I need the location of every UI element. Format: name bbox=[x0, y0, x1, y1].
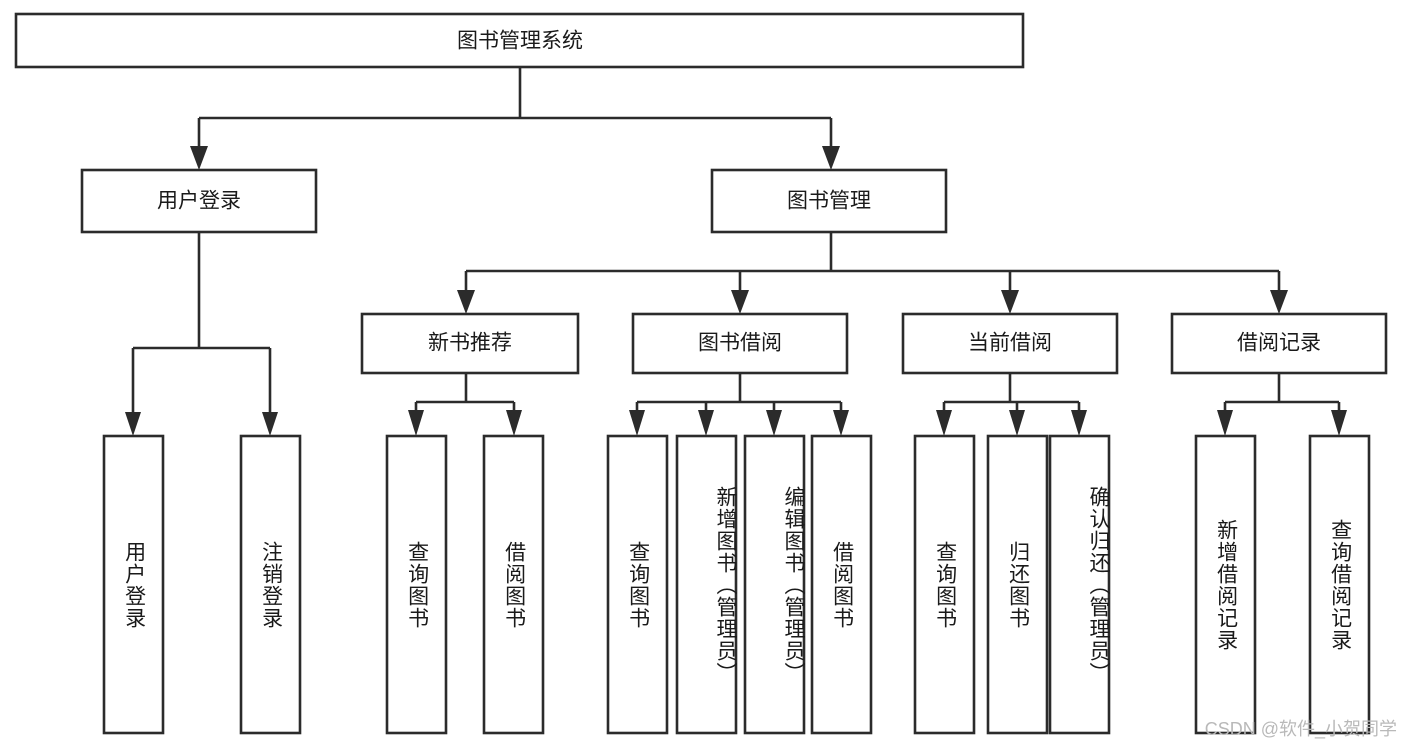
arrow-head-icon bbox=[262, 412, 278, 436]
edges-yonghudenglu-to-leaves bbox=[125, 232, 278, 436]
node-leaf-jieyuetushu-2-box[interactable] bbox=[810, 434, 873, 735]
arrow-head-icon bbox=[833, 410, 849, 436]
node-leaf-xinzengjieyuejilu-box[interactable] bbox=[1194, 434, 1257, 735]
node-leaf-chaxuntushu-2-box[interactable] bbox=[606, 434, 669, 735]
arrow-head-icon bbox=[698, 410, 714, 436]
node-leaf-chaxunjieyuejilu-box[interactable] bbox=[1308, 434, 1371, 735]
node-yonghudenglu-box[interactable] bbox=[80, 168, 318, 234]
arrow-head-icon bbox=[125, 412, 141, 436]
node-leaf-chaxuntushu-1-box[interactable] bbox=[385, 434, 448, 735]
node-tushujieyue-label: 图书借阅 bbox=[698, 332, 782, 355]
node-yonghudenglu[interactable]: 用户登录 bbox=[80, 168, 318, 234]
edges-xinshutuijian-to-leaves bbox=[408, 373, 522, 436]
node-leaf-bianjitushu-box[interactable] bbox=[743, 434, 806, 735]
node-tushujieyue-box[interactable] bbox=[631, 312, 849, 375]
edges-tushuguanli-to-level3 bbox=[457, 232, 1288, 314]
arrow-head-icon bbox=[506, 410, 522, 436]
arrow-head-icon bbox=[408, 410, 424, 436]
node-dangqianjieyue[interactable]: 当前借阅 bbox=[901, 312, 1119, 375]
node-leaf-xinzengtushu-box[interactable] bbox=[675, 434, 738, 735]
arrow-head-icon bbox=[1217, 410, 1233, 436]
node-dangqianjieyue-label: 当前借阅 bbox=[968, 332, 1052, 355]
node-root-label: 图书管理系统 bbox=[457, 30, 583, 53]
node-root[interactable]: 图书管理系统 bbox=[14, 12, 1025, 69]
edges-jieyuejilu-to-leaves bbox=[1217, 373, 1347, 436]
edges-root-to-level2 bbox=[190, 67, 840, 170]
node-jieyuejilu-box[interactable] bbox=[1170, 312, 1388, 375]
node-tushuguanli-box[interactable] bbox=[710, 168, 948, 234]
arrow-head-icon bbox=[457, 290, 475, 314]
node-leaf-yonghudenglu-box[interactable] bbox=[102, 434, 165, 735]
arrow-head-icon bbox=[1009, 410, 1025, 436]
leaf-boxes bbox=[102, 434, 1371, 735]
node-leaf-zhuxiaodenglu-box[interactable] bbox=[239, 434, 302, 735]
arrow-head-icon bbox=[190, 146, 208, 170]
node-root-box[interactable] bbox=[14, 12, 1025, 69]
node-xinshutuijian-box[interactable] bbox=[360, 312, 580, 375]
node-leaf-guihuantushu-box[interactable] bbox=[986, 434, 1049, 735]
edges-tushujieyue-to-leaves bbox=[629, 373, 849, 436]
node-leaf-jieyuetushu-1-box[interactable] bbox=[482, 434, 545, 735]
node-xinshutuijian-label: 新书推荐 bbox=[428, 332, 512, 355]
arrow-head-icon bbox=[766, 410, 782, 436]
edges-dangqianjieyue-to-leaves bbox=[936, 373, 1087, 436]
csdn-watermark: CSDN @软件_小贺同学 bbox=[1204, 719, 1397, 739]
arrow-head-icon bbox=[822, 146, 840, 170]
node-xinshutuijian[interactable]: 新书推荐 bbox=[360, 312, 580, 375]
arrow-head-icon bbox=[731, 290, 749, 314]
node-tushuguanli-label: 图书管理 bbox=[787, 190, 871, 213]
arrow-head-icon bbox=[936, 410, 952, 436]
arrow-head-icon bbox=[1001, 290, 1019, 314]
node-dangqianjieyue-box[interactable] bbox=[901, 312, 1119, 375]
node-tushujieyue[interactable]: 图书借阅 bbox=[631, 312, 849, 375]
node-leaf-chaxuntushu-3-box[interactable] bbox=[913, 434, 976, 735]
arrow-head-icon bbox=[1331, 410, 1347, 436]
node-yonghudenglu-label: 用户登录 bbox=[157, 190, 241, 213]
node-leaf-querenguihuan-box[interactable] bbox=[1048, 434, 1111, 735]
arrow-head-icon bbox=[1071, 410, 1087, 436]
arrow-head-icon bbox=[1270, 290, 1288, 314]
node-jieyuejilu-label: 借阅记录 bbox=[1237, 332, 1321, 355]
node-jieyuejilu[interactable]: 借阅记录 bbox=[1170, 312, 1388, 375]
node-tushuguanli[interactable]: 图书管理 bbox=[710, 168, 948, 234]
arrow-head-icon bbox=[629, 410, 645, 436]
